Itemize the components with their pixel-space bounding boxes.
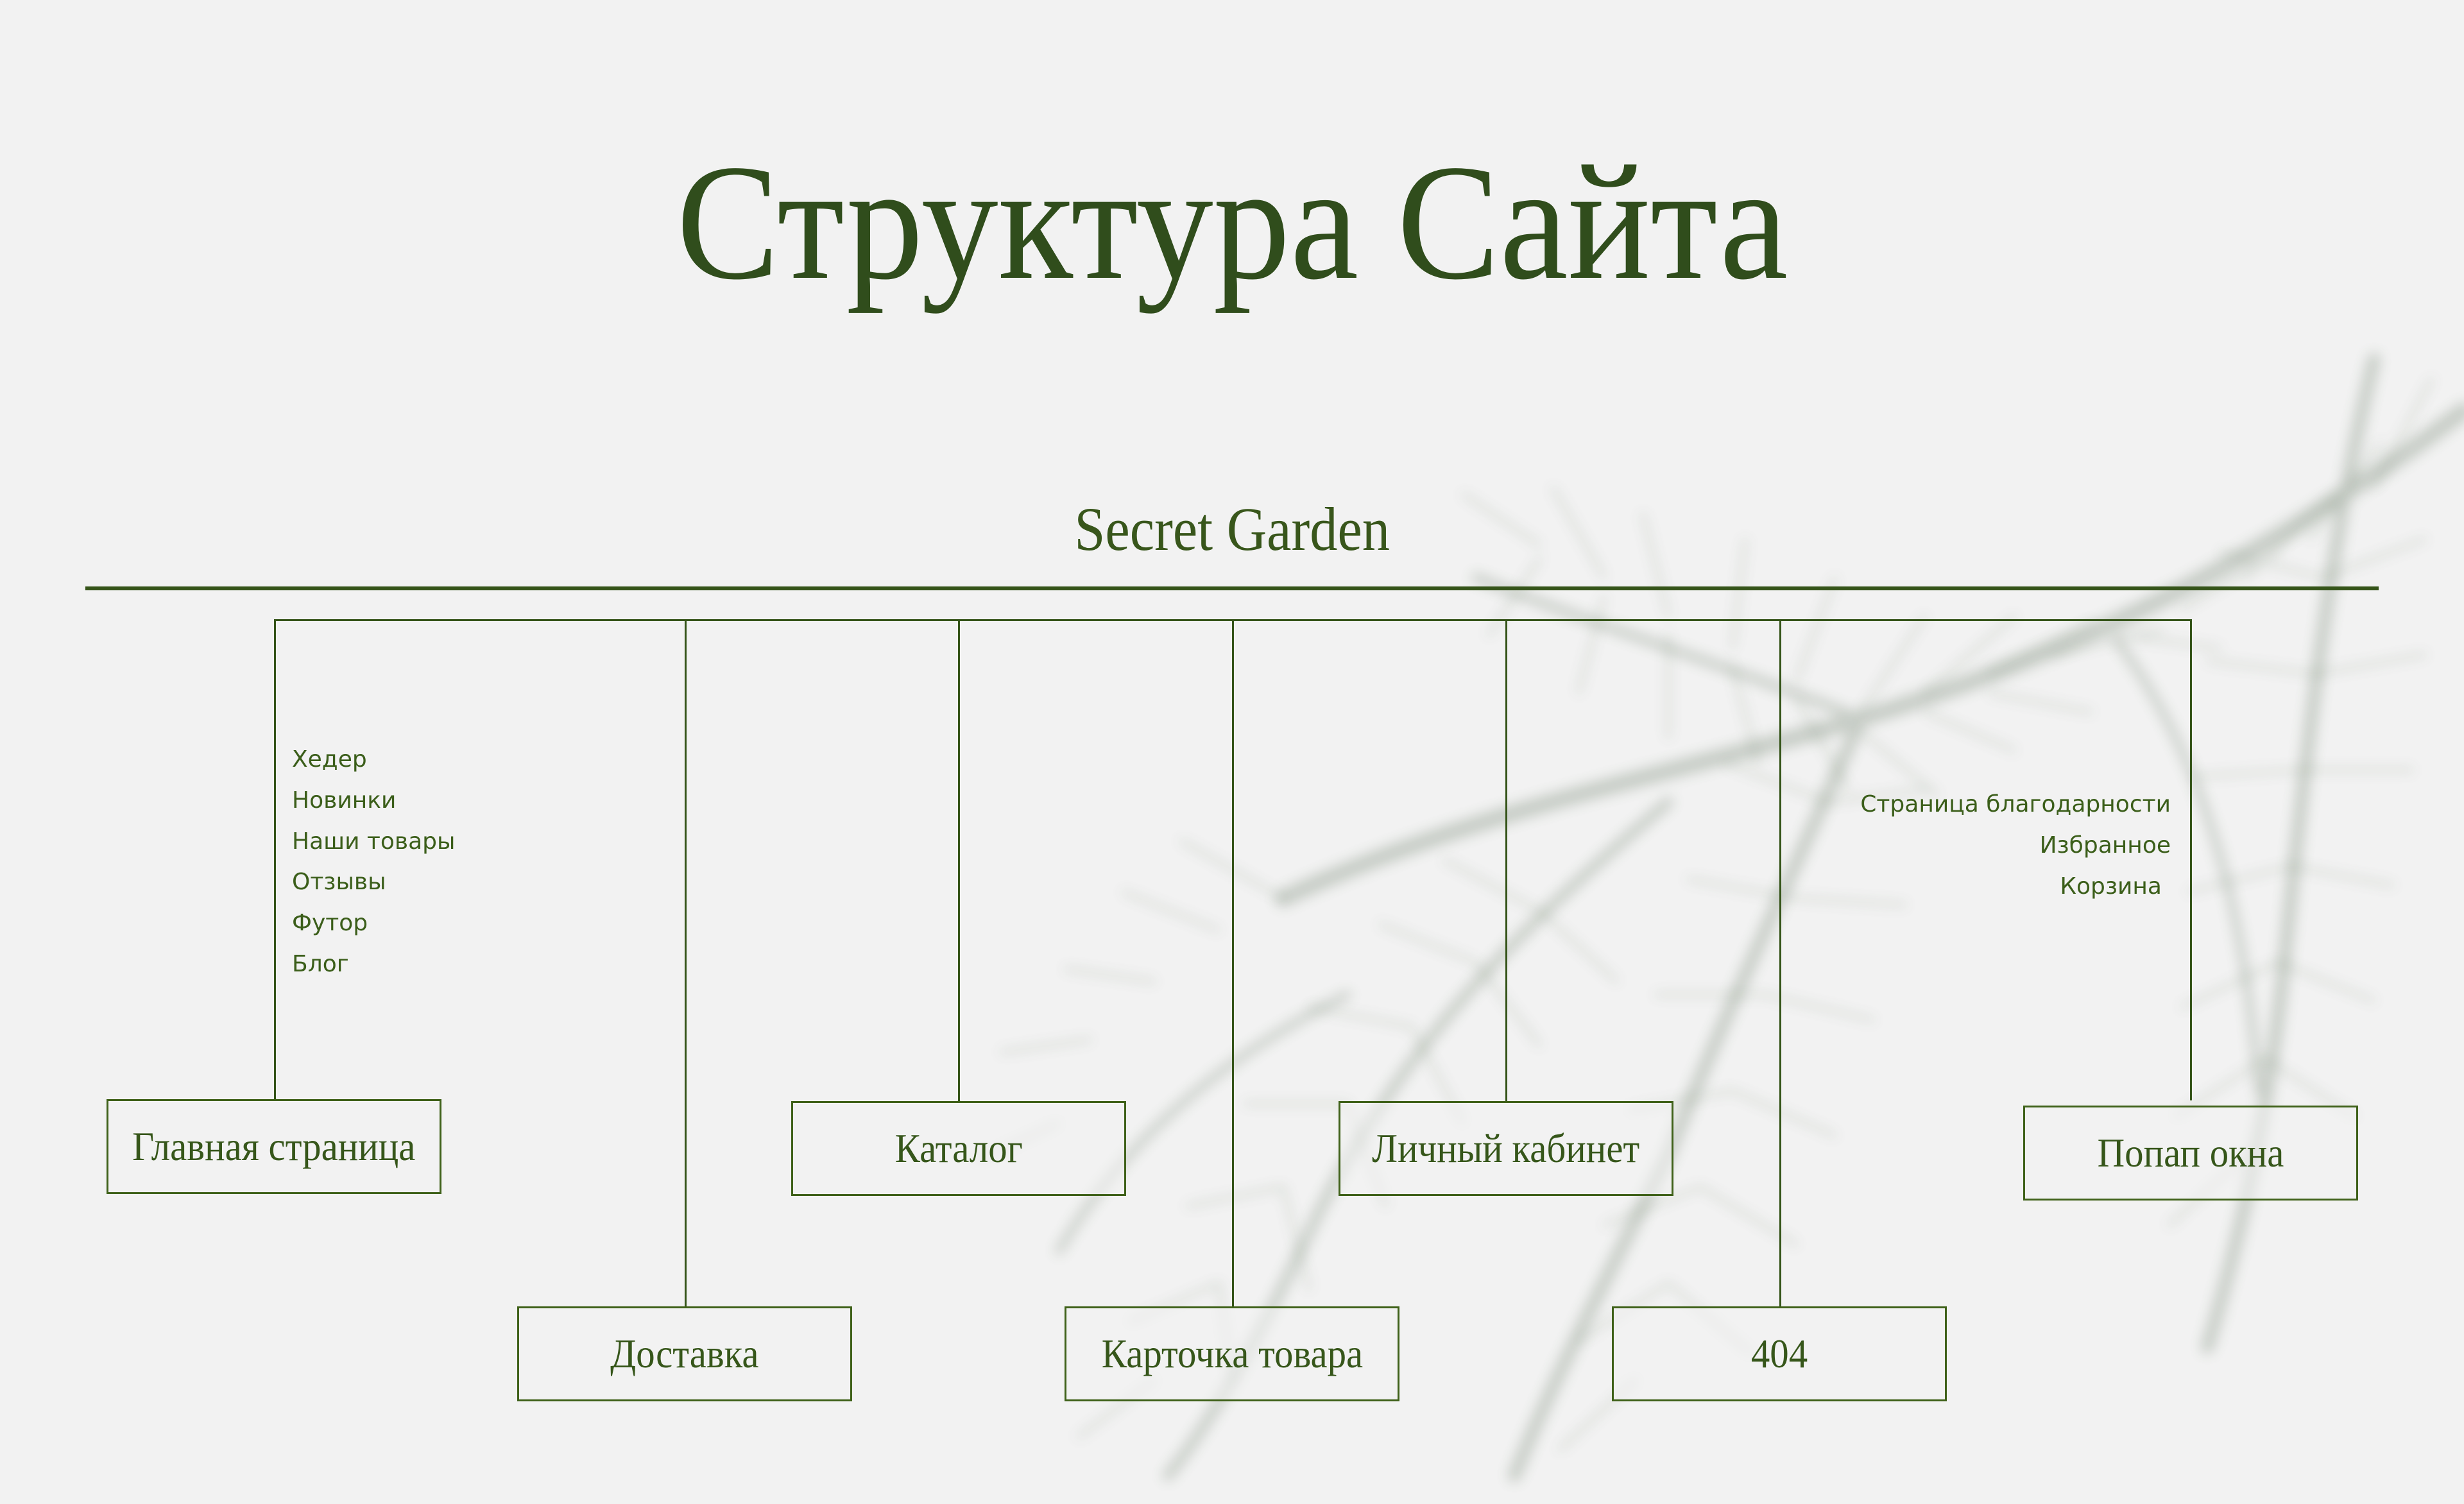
node-404[interactable]: 404 bbox=[1612, 1306, 1947, 1401]
list-item-header: Хедер bbox=[292, 746, 367, 773]
node-account[interactable]: Личный кабинет bbox=[1339, 1101, 1673, 1196]
connector-popap bbox=[2190, 619, 2192, 1100]
list-item-thank-you-page: Страница благодарности bbox=[1860, 791, 2171, 817]
connector-kartochka bbox=[1232, 619, 1234, 1307]
root-node-text: Secret Garden bbox=[1074, 495, 1390, 563]
connector-glavnaya bbox=[274, 619, 276, 1100]
connector-lichny bbox=[1505, 619, 1507, 1102]
list-item-favorites: Избранное bbox=[2039, 832, 2171, 859]
list-item-our-products: Наши товары bbox=[292, 828, 456, 855]
root-divider-line bbox=[85, 586, 2379, 590]
list-item-cart: Корзина bbox=[2060, 873, 2162, 900]
list-item-footer: Футор bbox=[292, 910, 368, 937]
page-title-text: Структура Сайта bbox=[676, 130, 1788, 314]
node-popups[interactable]: Попап окна bbox=[2023, 1106, 2358, 1201]
node-catalog-label: Каталог bbox=[894, 1125, 1023, 1171]
node-404-label: 404 bbox=[1750, 1331, 1808, 1376]
connector-katalog bbox=[958, 619, 960, 1102]
node-product-card-label: Карточка товара bbox=[1101, 1331, 1363, 1376]
list-item-new: Новинки bbox=[292, 787, 397, 814]
list-item-reviews: Отзывы bbox=[292, 869, 386, 896]
node-product-card[interactable]: Карточка товара bbox=[1065, 1306, 1399, 1401]
node-main-page-label: Главная страница bbox=[132, 1124, 416, 1169]
node-main-page[interactable]: Главная страница bbox=[107, 1099, 441, 1194]
root-node-label: Secret Garden bbox=[0, 494, 2464, 565]
page-title: Структура Сайта bbox=[0, 126, 2464, 318]
node-account-label: Личный кабинет bbox=[1372, 1125, 1640, 1171]
node-delivery[interactable]: Доставка bbox=[517, 1306, 852, 1401]
main-page-sections-list: Хедер Новинки Наши товары Отзывы Футор Б… bbox=[292, 739, 455, 985]
connector-dostavka bbox=[685, 619, 687, 1307]
node-popups-label: Попап окна bbox=[2097, 1130, 2284, 1175]
popup-items-list: Страница благодарности Избранное Корзина bbox=[1733, 784, 2171, 907]
connector-404 bbox=[1779, 619, 1781, 1307]
list-item-blog: Блог bbox=[292, 950, 349, 977]
node-delivery-label: Доставка bbox=[610, 1331, 759, 1376]
node-catalog[interactable]: Каталог bbox=[791, 1101, 1126, 1196]
